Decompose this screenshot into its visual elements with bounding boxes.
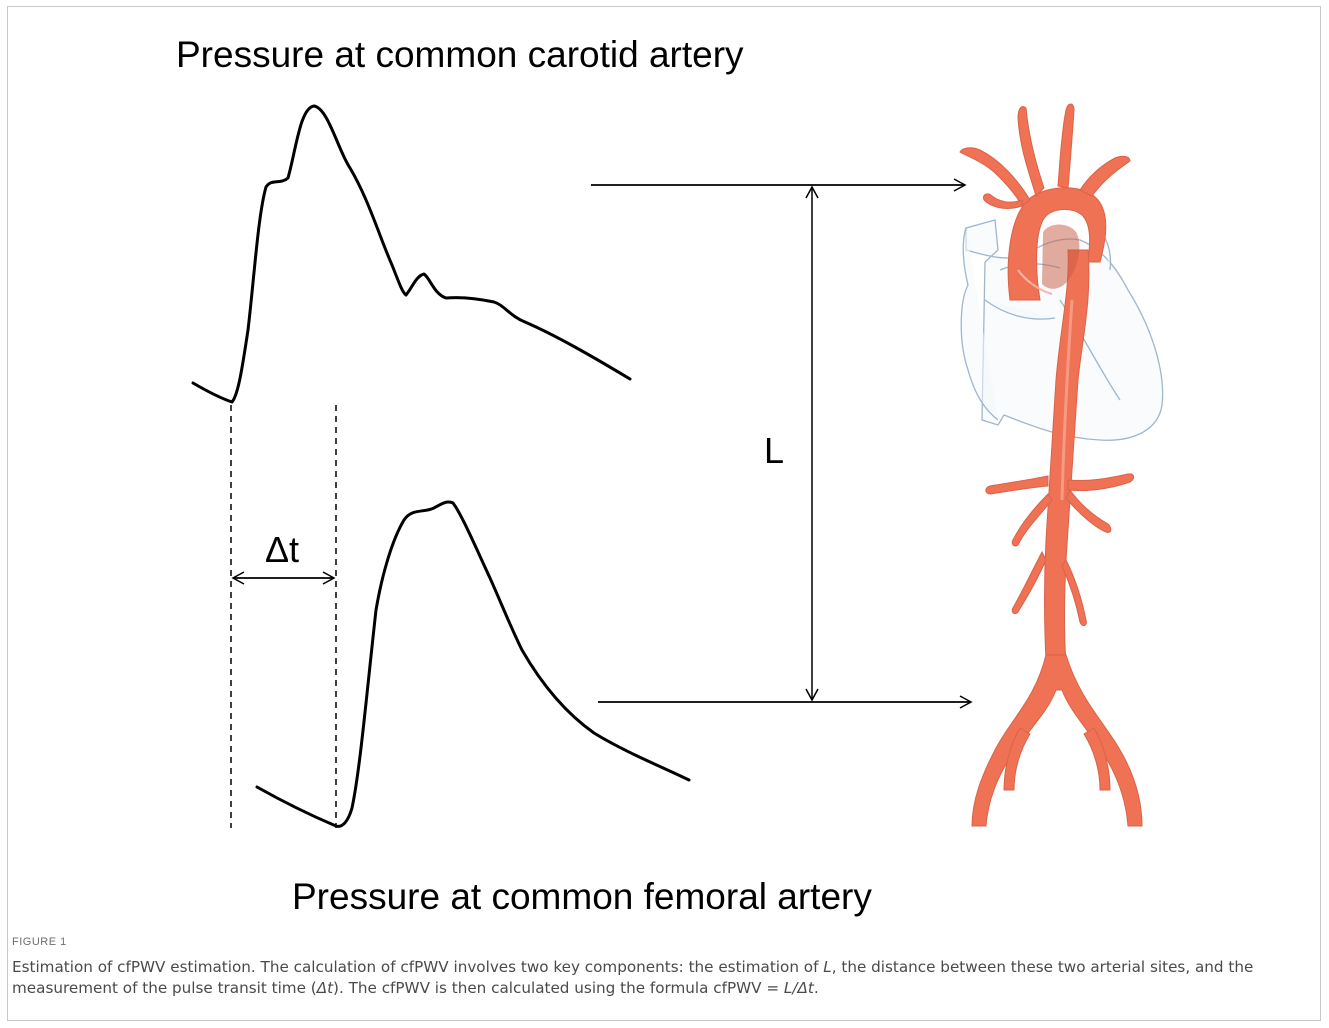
caption-L: L: [823, 958, 831, 976]
aorta-illustration: [960, 104, 1163, 826]
caption-part-3: ). The cfPWV is then calculated using th…: [333, 979, 784, 997]
femoral-waveform: [257, 502, 689, 826]
caption-formula: L/Δt: [784, 979, 814, 997]
figure-caption: Estimation of cfPWV estimation. The calc…: [12, 957, 1302, 999]
distance-label: L: [764, 430, 784, 471]
femoral-pressure-label: Pressure at common femoral artery: [292, 876, 872, 918]
caption-part-1: Estimation of cfPWV estimation. The calc…: [12, 958, 823, 976]
figure-number: FIGURE 1: [12, 936, 67, 948]
delta-t-label: Δt: [265, 529, 299, 570]
carotid-waveform: [193, 106, 630, 402]
caption-delta-t: Δt: [317, 979, 333, 997]
caption-part-4: .: [814, 979, 819, 997]
pwv-diagram: Δt L: [0, 0, 1329, 930]
